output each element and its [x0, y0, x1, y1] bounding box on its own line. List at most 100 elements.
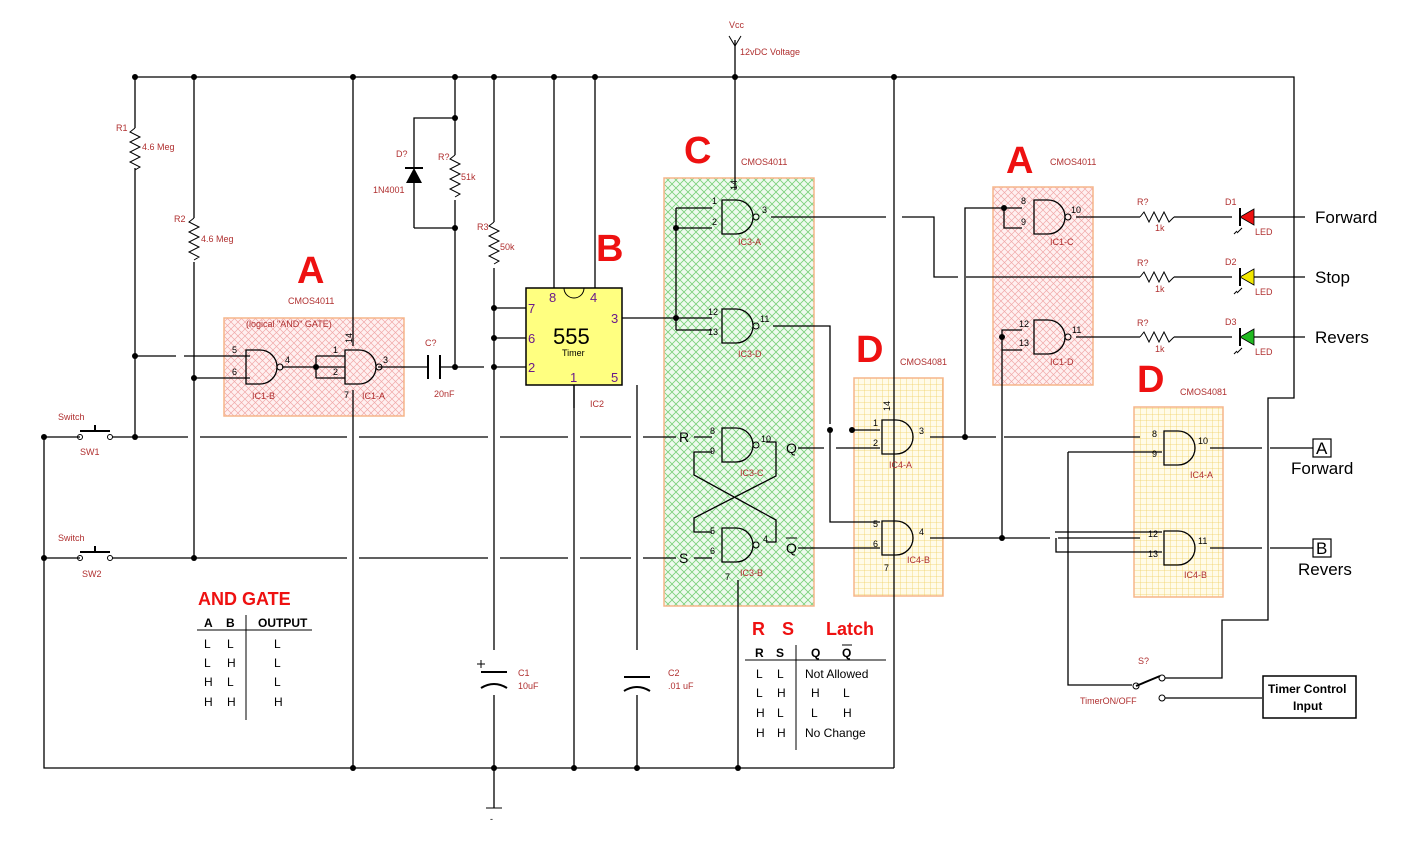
svg-text:Vcc: Vcc	[729, 20, 745, 30]
svg-text:H: H	[843, 706, 852, 720]
svg-text:12vDC Voltage: 12vDC Voltage	[740, 47, 800, 57]
svg-text:SW1: SW1	[80, 447, 100, 457]
svg-text:4.6 Meg: 4.6 Meg	[201, 234, 234, 244]
svg-text:SW2: SW2	[82, 569, 102, 579]
svg-text:IC4-A: IC4-A	[889, 460, 912, 470]
svg-text:L: L	[204, 656, 211, 670]
svg-text:9: 9	[1152, 449, 1157, 459]
svg-text:H: H	[756, 726, 765, 740]
pushbutton-sw2[interactable]: Switch SW2	[58, 533, 113, 579]
svg-text:1N4001: 1N4001	[373, 185, 405, 195]
svg-text:4.6 Meg: 4.6 Meg	[142, 142, 175, 152]
svg-text:3: 3	[383, 355, 388, 365]
svg-text:H: H	[204, 695, 213, 709]
svg-text:8: 8	[1152, 429, 1157, 439]
output-terminal-a: A Forward	[1291, 438, 1353, 478]
svg-text:L: L	[756, 686, 763, 700]
led-d3-icon: D3 LED	[1225, 317, 1273, 357]
svg-text:5: 5	[710, 526, 715, 536]
svg-text:50k: 50k	[500, 242, 515, 252]
svg-text:12: 12	[708, 307, 718, 317]
svg-text:S: S	[782, 619, 794, 639]
capacitor-c2: C2 .01 uF	[623, 668, 694, 692]
svg-text:1: 1	[570, 370, 577, 385]
output-revers-label: Revers	[1315, 328, 1369, 347]
svg-text:No Change: No Change	[805, 726, 866, 740]
svg-text:D?: D?	[396, 149, 408, 159]
svg-text:.01 uF: .01 uF	[668, 681, 694, 691]
svg-text:Switch: Switch	[58, 533, 85, 543]
led-d1-icon: D1 LED	[1225, 197, 1273, 237]
svg-text:20nF: 20nF	[434, 389, 455, 399]
svg-text:1: 1	[333, 345, 338, 355]
svg-text:H: H	[777, 686, 786, 700]
svg-text:L: L	[756, 667, 763, 681]
section-b-letter: B	[596, 228, 623, 270]
svg-text:11: 11	[1072, 325, 1081, 335]
svg-text:L: L	[274, 656, 281, 670]
svg-text:3: 3	[611, 311, 618, 326]
svg-text:Q: Q	[842, 646, 851, 660]
svg-text:Timer Control: Timer Control	[1268, 682, 1346, 696]
svg-text:L: L	[811, 706, 818, 720]
output-stop-label: Stop	[1315, 268, 1350, 287]
svg-text:S: S	[776, 646, 784, 660]
svg-text:1: 1	[712, 196, 717, 206]
svg-text:D2: D2	[1225, 257, 1237, 267]
nand-gate-ic3-a: 1 2 3 14 IC3-A	[712, 180, 767, 247]
svg-text:R2: R2	[174, 214, 186, 224]
section-a-right-chip: CMOS4011	[1050, 157, 1096, 167]
pushbutton-sw1[interactable]: Switch SW1	[58, 412, 113, 457]
svg-text:9: 9	[1021, 217, 1026, 227]
svg-text:1k: 1k	[1155, 223, 1165, 233]
svg-text:1k: 1k	[1155, 284, 1165, 294]
svg-text:C1: C1	[518, 668, 530, 678]
svg-text:4: 4	[919, 527, 924, 537]
svg-text:IC4-B: IC4-B	[907, 555, 930, 565]
svg-text:2: 2	[528, 360, 535, 375]
svg-text:8: 8	[1021, 196, 1026, 206]
section-c-letter: C	[684, 130, 711, 172]
svg-text:R: R	[755, 646, 764, 660]
svg-text:B: B	[226, 616, 235, 630]
capacitor-coupling: C? 20nF	[425, 338, 455, 399]
svg-text:R?: R?	[1137, 258, 1149, 268]
svg-text:7: 7	[725, 572, 730, 582]
svg-text:Latch: Latch	[826, 619, 874, 639]
svg-text:2: 2	[712, 217, 717, 227]
svg-text:Input: Input	[1293, 699, 1322, 713]
section-d-right-box	[1133, 406, 1224, 598]
latch-r-label: R	[679, 429, 689, 445]
svg-text:AND GATE: AND GATE	[198, 589, 291, 609]
nand-gate-ic1-b: 564 IC1-B	[232, 345, 290, 401]
timer-on-off-switch[interactable]: S? TimerON/OFF	[1080, 656, 1166, 706]
svg-text:Switch: Switch	[58, 412, 85, 422]
svg-text:Forward: Forward	[1291, 459, 1353, 478]
latch-qbar-label: Q	[786, 537, 797, 556]
svg-text:13: 13	[1019, 338, 1029, 348]
svg-text:-: -	[490, 814, 493, 824]
svg-text:7: 7	[344, 390, 349, 400]
resistor-r-led2: R? 1k	[1137, 258, 1175, 294]
svg-text:H: H	[274, 695, 283, 709]
svg-text:LED: LED	[1255, 227, 1273, 237]
svg-text:IC3-A: IC3-A	[738, 237, 761, 247]
section-a-left-letter: A	[297, 250, 324, 292]
svg-text:A: A	[204, 616, 213, 630]
svg-text:C?: C?	[425, 338, 437, 348]
resistor-r-led1: R? 1k	[1137, 197, 1175, 233]
svg-text:11: 11	[1198, 536, 1207, 546]
svg-text:12: 12	[1148, 529, 1158, 539]
svg-text:14: 14	[729, 180, 739, 190]
section-c-box	[663, 177, 815, 607]
timer-control-input: Timer Control Input	[1262, 675, 1357, 719]
svg-text:3: 3	[762, 205, 767, 215]
svg-text:10: 10	[761, 434, 771, 444]
svg-text:A: A	[1316, 439, 1328, 458]
svg-text:6: 6	[232, 367, 237, 377]
timer-555-ic: 555 Timer 8 4 7 6 2 3 1 5 IC2	[525, 287, 623, 409]
